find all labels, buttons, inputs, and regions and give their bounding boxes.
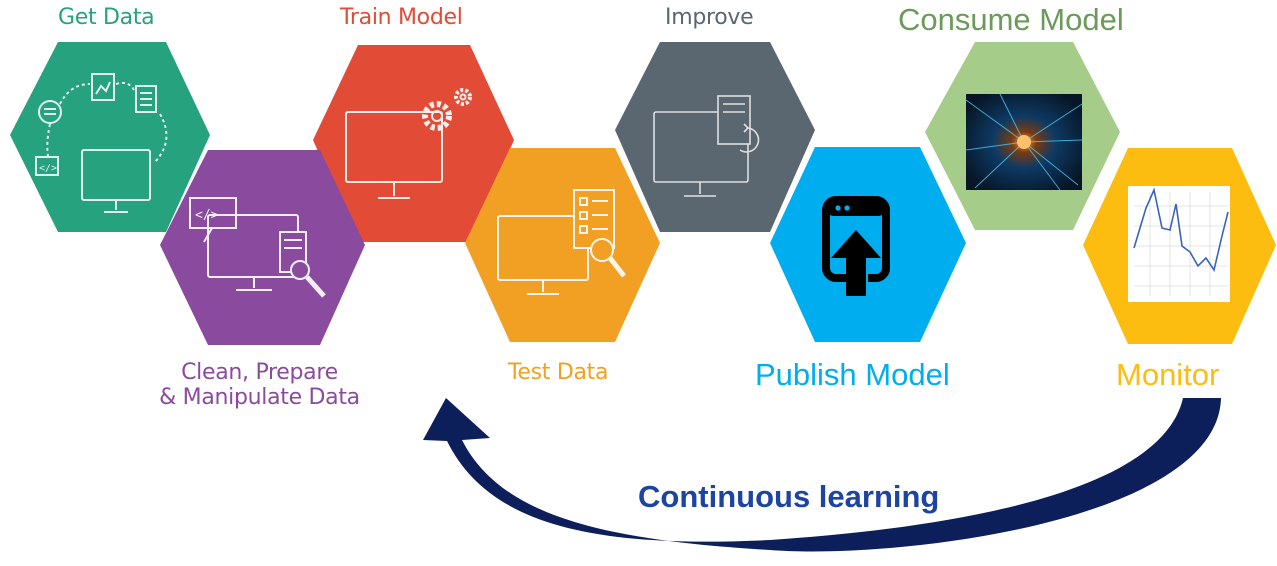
step-label-publish-model: Publish Model bbox=[755, 357, 950, 392]
monitor-checklist-icon bbox=[497, 189, 626, 295]
continuous-learning-arrow bbox=[423, 398, 1221, 552]
step-label-improve: Improve bbox=[665, 5, 754, 30]
step-label-monitor: Monitor bbox=[1116, 357, 1220, 392]
data-collection-icon: </> bbox=[35, 73, 168, 213]
line-chart-icon bbox=[1128, 186, 1230, 302]
step-label-test-data: Test Data bbox=[508, 360, 609, 385]
continuous-learning-label: Continuous learning bbox=[638, 479, 940, 514]
hex-get-data: </> bbox=[10, 42, 210, 232]
hex-monitor bbox=[1083, 148, 1276, 344]
hex-train-model bbox=[313, 45, 514, 242]
hex-consume-model bbox=[925, 42, 1120, 230]
neural-network-image bbox=[965, 93, 1083, 191]
step-label-get-data: Get Data bbox=[58, 5, 155, 30]
hex-improve bbox=[615, 42, 815, 232]
hex-publish-model bbox=[770, 147, 966, 342]
step-label-train-model: Train Model bbox=[340, 5, 463, 30]
svg-text:</>: </> bbox=[39, 163, 57, 174]
step-label-clean-prepare: Clean, Prepare & Manipulate Data bbox=[147, 360, 372, 411]
hex-clean-prepare: </> bbox=[160, 150, 365, 345]
publish-upload-icon bbox=[822, 196, 890, 296]
monitor-gears-icon bbox=[345, 88, 472, 199]
monitor-refresh-icon bbox=[653, 95, 760, 197]
step-label-consume-model: Consume Model bbox=[898, 2, 1124, 37]
svg-text:</>: </> bbox=[195, 208, 219, 223]
code-edit-icon: </> bbox=[189, 197, 326, 298]
step-label-clean-line2: & Manipulate Data bbox=[159, 385, 360, 411]
hex-test-data bbox=[465, 148, 660, 342]
step-label-clean-line1: Clean, Prepare bbox=[181, 360, 338, 385]
